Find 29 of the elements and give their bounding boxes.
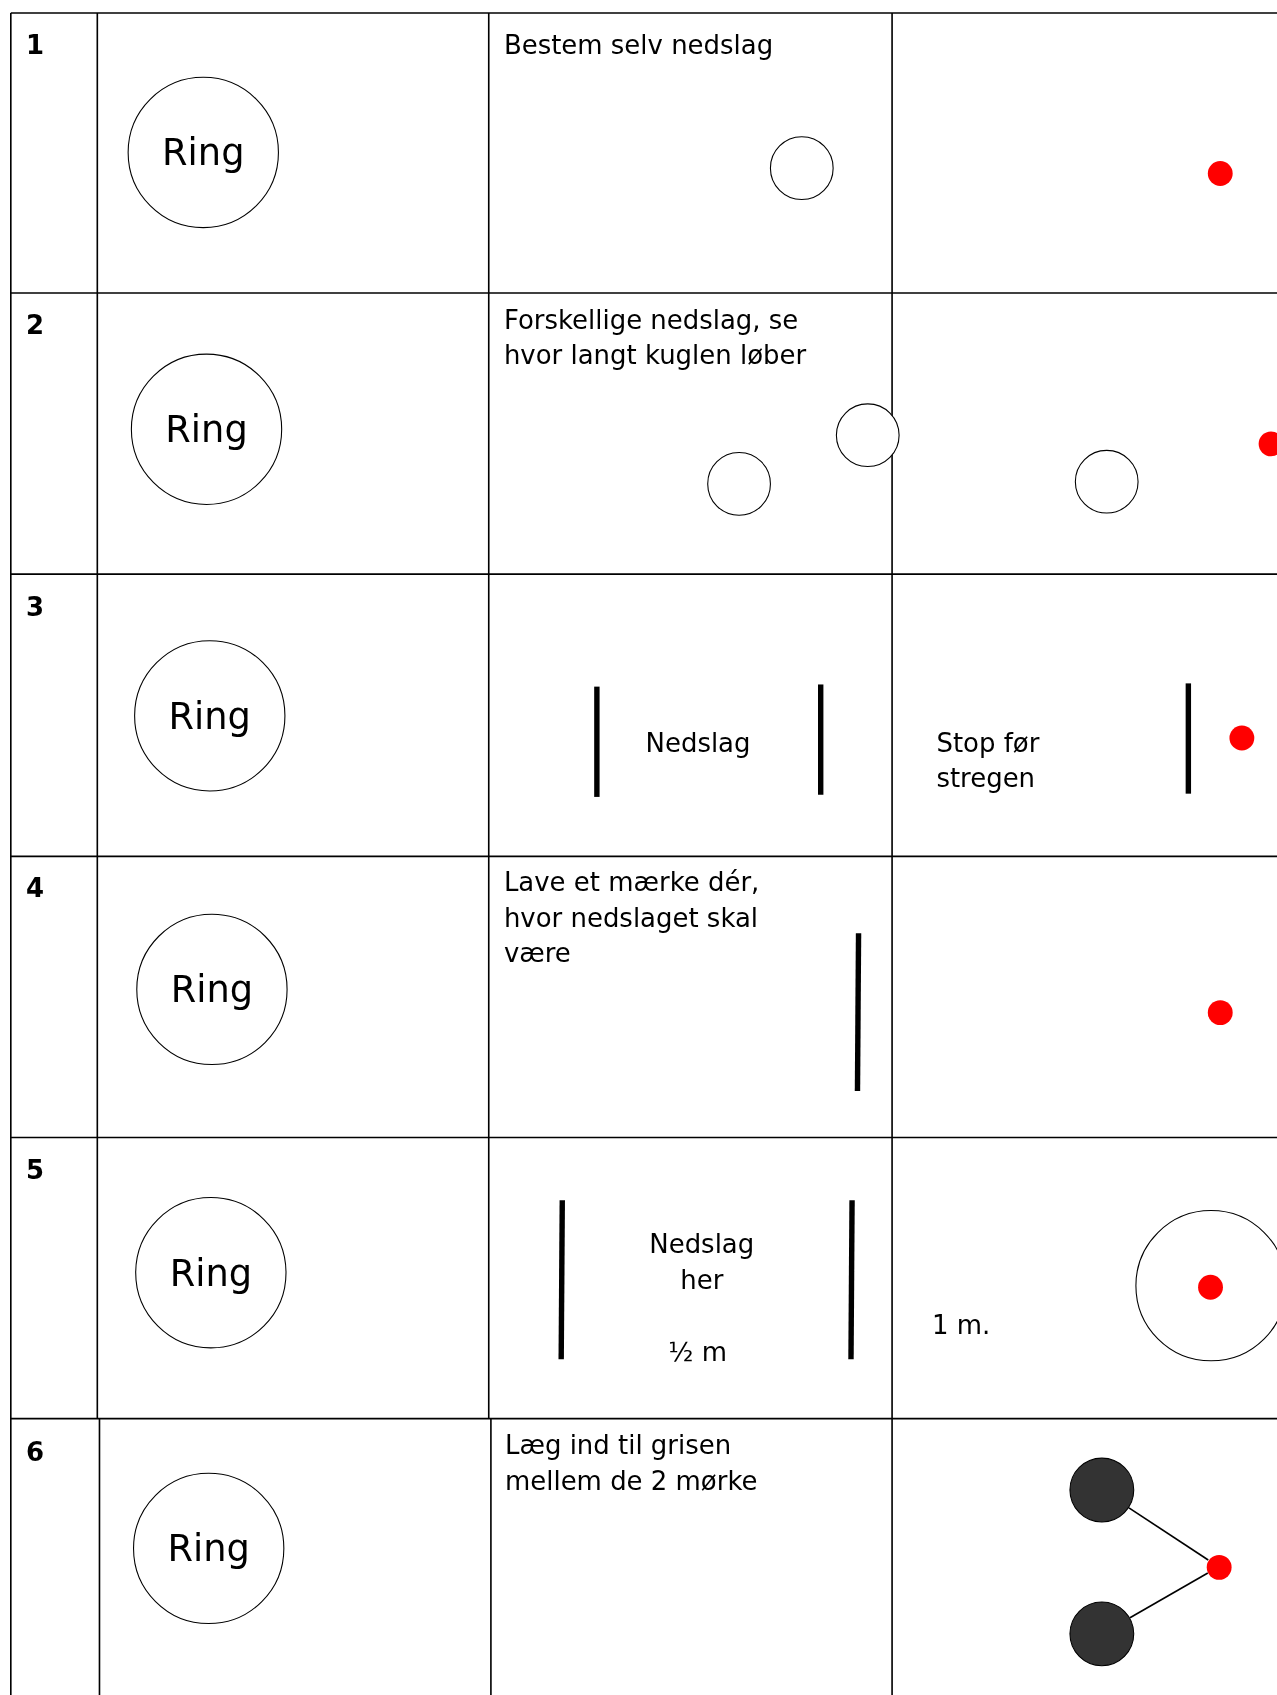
row-number: 4 — [25, 872, 44, 906]
target-dot — [1207, 999, 1233, 1025]
dimension-text: ½ m — [668, 1336, 727, 1370]
target-dot — [1198, 1274, 1223, 1300]
target-dot — [1228, 725, 1254, 750]
target-dot — [1206, 1554, 1232, 1580]
target-dot — [1258, 430, 1277, 456]
row-number: 5 — [25, 1153, 44, 1188]
target-dot — [1207, 160, 1233, 186]
ring-label: Ring — [162, 130, 245, 175]
ring-label: Ring — [168, 694, 251, 738]
ring-label: Ring — [170, 967, 254, 1011]
area-label: Nedslag — [645, 726, 751, 760]
row-number: 6 — [25, 1436, 44, 1470]
row-number: 3 — [25, 591, 44, 625]
instruction-text: Lave et mærke dér, hvor nedslaget skal være — [503, 866, 761, 971]
connector-line — [1129, 1572, 1209, 1619]
instruction-text: Bestem selv nedslag — [503, 29, 775, 63]
instruction-text: Stop før stregen — [936, 726, 1041, 796]
dimension-text: 1 m. — [932, 1309, 991, 1343]
ring-label: Ring — [165, 407, 248, 451]
row-number: 1 — [25, 29, 44, 63]
row-number: 2 — [25, 309, 44, 343]
instruction-text: Forskellige nedslag, se hvor langt kuglen løber — [503, 303, 808, 373]
instruction-text: Læg ind til grisen mellem de 2 mørke — [504, 1429, 759, 1499]
connector-line — [1128, 1507, 1210, 1561]
area-label: Nedslag her — [648, 1228, 756, 1298]
ring-label: Ring — [169, 1251, 253, 1295]
ring-label: Ring — [167, 1526, 250, 1571]
